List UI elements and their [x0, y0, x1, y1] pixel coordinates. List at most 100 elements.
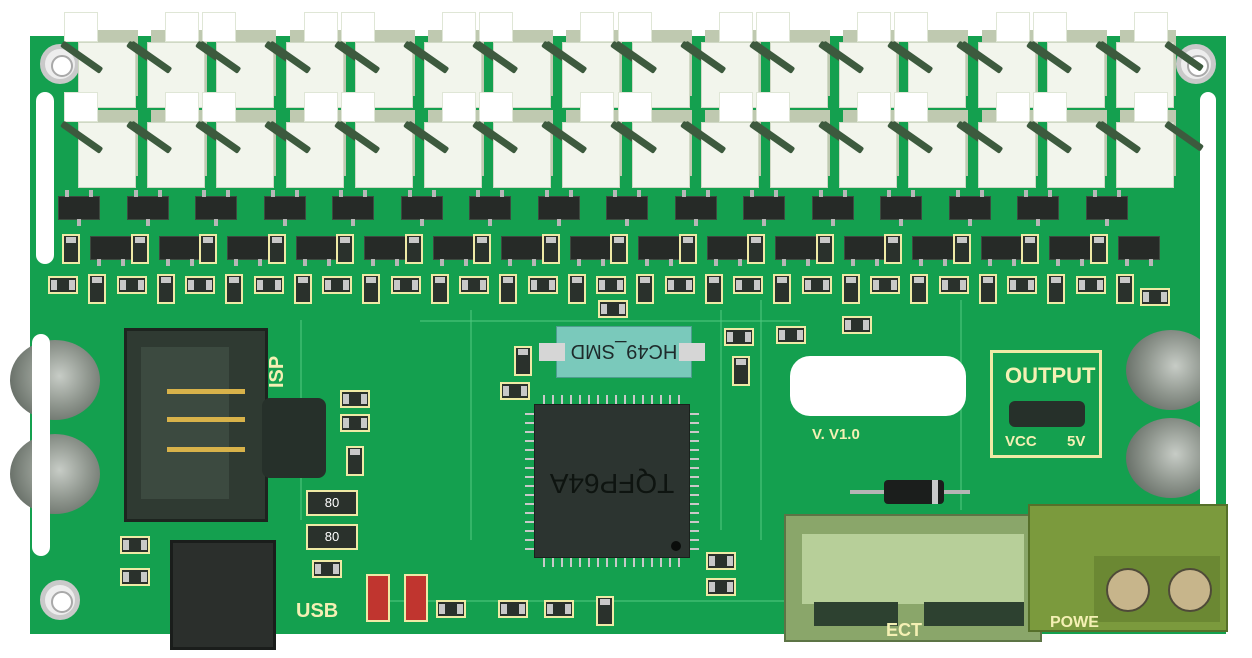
smd-resistor — [910, 274, 928, 304]
push-button-cap — [165, 92, 200, 122]
sot23-transistor — [263, 190, 306, 226]
mcu-pin — [552, 558, 554, 567]
smd-resistor — [636, 274, 654, 304]
diode-icon — [884, 480, 944, 504]
mcu-pin — [678, 558, 680, 567]
smd-resistor — [801, 276, 832, 294]
push-button-cap — [617, 92, 652, 122]
sot23-transistor — [295, 236, 338, 266]
resistor-r2: 80 — [306, 524, 358, 550]
smd-resistor — [267, 234, 286, 264]
mcu-pin — [690, 413, 699, 415]
push-button-cap — [340, 92, 375, 122]
smd-resistor — [199, 234, 217, 264]
smd-resistor — [225, 274, 243, 304]
push-button — [78, 122, 136, 188]
power-label: POWE — [1050, 614, 1099, 631]
trace — [760, 300, 762, 540]
mcu-pin — [651, 395, 653, 404]
smd-resistor — [870, 276, 900, 294]
revision-label: V. V1.0 — [812, 426, 860, 443]
push-button — [424, 122, 482, 188]
ribbon-connector: ECT — [784, 514, 1042, 642]
smd-resistor — [938, 276, 969, 294]
mcu-pin — [525, 413, 534, 415]
smd-resistor — [815, 234, 834, 264]
sot23-transistor — [706, 236, 749, 266]
mcu-pin — [624, 558, 626, 567]
sot23-transistor — [1117, 236, 1160, 266]
smd-resistor — [120, 568, 150, 586]
sot23-transistor — [948, 190, 991, 226]
trace — [720, 310, 722, 530]
smd-resistor — [499, 274, 517, 304]
mcu-pin — [525, 548, 534, 550]
smd-resistor — [1047, 274, 1065, 304]
mcu-pin — [690, 548, 699, 550]
mcu-pin — [525, 440, 534, 442]
push-button-cap — [718, 12, 753, 42]
sot23-transistor — [912, 236, 954, 266]
mcu-pin — [690, 431, 699, 433]
sot23-transistor — [1049, 236, 1091, 266]
sot23-transistor — [227, 236, 269, 266]
push-button-cap — [580, 12, 615, 42]
sot23-transistor — [364, 236, 406, 266]
smd-resistor — [473, 234, 491, 264]
smd-resistor — [48, 276, 78, 294]
smd-resistor — [346, 446, 364, 476]
push-button — [216, 122, 275, 188]
mcu-pin — [660, 395, 662, 404]
mcu-pin — [525, 485, 534, 487]
push-button — [1116, 122, 1174, 188]
sot23-transistor — [1085, 190, 1128, 226]
push-button — [908, 122, 967, 188]
trace — [380, 600, 800, 602]
smd-resistor — [185, 276, 215, 294]
push-button-cap — [442, 12, 476, 42]
mcu-pin — [669, 558, 671, 567]
resistor-r1-value: 80 — [324, 495, 340, 510]
white-scribble — [1200, 92, 1216, 558]
isp-header-pins — [262, 398, 326, 478]
mcu-pin — [525, 467, 534, 469]
output-label: OUTPUT — [1005, 363, 1096, 388]
sot23-transistor — [332, 190, 374, 226]
mcu-pin — [660, 558, 662, 567]
mcu-pin — [579, 558, 581, 567]
smd-resistor — [706, 578, 736, 596]
screw-terminal-icon — [1168, 568, 1212, 612]
sot23-transistor — [638, 236, 680, 266]
sot23-transistor — [158, 236, 201, 266]
smd-resistor — [704, 274, 723, 304]
push-button-cap — [303, 92, 338, 122]
mcu-pin — [690, 458, 699, 460]
push-button-cap — [1134, 92, 1168, 122]
smd-resistor — [541, 234, 560, 264]
resistor-r2-value: 80 — [324, 529, 340, 544]
push-button-cap — [442, 92, 476, 122]
screw-terminal-icon — [1106, 568, 1150, 612]
smd-resistor — [596, 276, 626, 294]
smd-resistor — [732, 356, 750, 386]
push-button — [147, 122, 206, 188]
mcu-pin — [561, 395, 563, 404]
mcu-pin — [690, 521, 699, 523]
isp-pin — [167, 447, 245, 452]
mcu-pin — [552, 395, 554, 404]
push-button — [562, 122, 621, 188]
push-button — [700, 122, 759, 188]
ribbon-connector-well — [802, 534, 1024, 604]
isp-pin — [167, 389, 245, 394]
push-button — [285, 122, 344, 188]
push-button-cap — [202, 92, 237, 122]
mcu-pin — [525, 494, 534, 496]
smd-resistor — [62, 234, 80, 264]
crystal-label: HC49_SMD — [570, 340, 678, 362]
mcu-pin — [588, 558, 590, 567]
smd-resistor — [733, 276, 763, 294]
sot23-transistor — [126, 190, 169, 226]
smd-resistor — [253, 276, 284, 294]
mcu-pin — [690, 494, 699, 496]
smd-resistor — [312, 560, 342, 578]
